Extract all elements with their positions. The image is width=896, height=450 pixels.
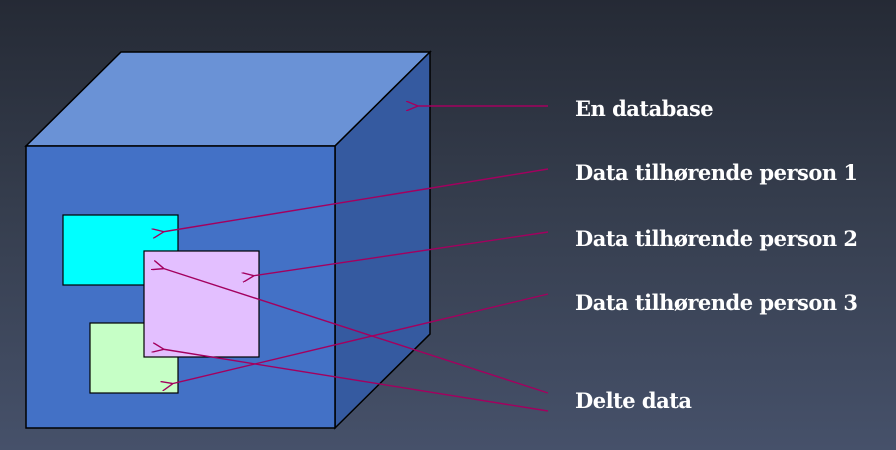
label-database: En database xyxy=(575,96,714,121)
label-shared-data: Delte data xyxy=(575,388,692,413)
arrow-to-person2 xyxy=(252,231,549,276)
arrow-shared-to-overlap-2 xyxy=(162,349,549,412)
arrow-to-person1 xyxy=(162,168,549,232)
label-person2: Data tilhørende person 2 xyxy=(575,226,858,251)
database-cube xyxy=(24,50,432,430)
arrow-shared-to-overlap-1 xyxy=(162,268,549,394)
label-person1: Data tilhørende person 1 xyxy=(575,160,858,185)
person2-data-box xyxy=(143,250,260,358)
arrow-to-person3 xyxy=(171,293,549,384)
arrows xyxy=(162,106,549,412)
label-person3: Data tilhørende person 3 xyxy=(575,290,858,315)
